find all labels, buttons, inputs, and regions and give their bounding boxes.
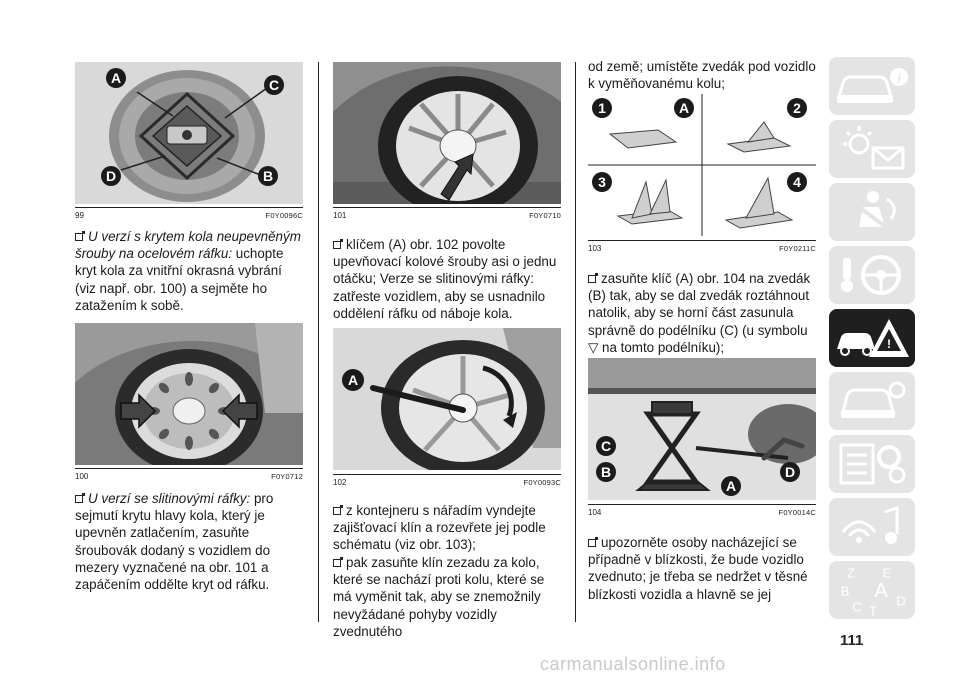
bullet-icon — [333, 557, 343, 567]
sidebar-tab-starting-driving[interactable] — [829, 246, 915, 304]
callout-b — [258, 166, 278, 186]
sidebar-tab-warning-lights[interactable] — [829, 120, 915, 178]
page-number: 111 — [840, 632, 864, 649]
sidebar-tab-car-info[interactable]: i — [829, 57, 915, 115]
sidebar-tab-technical-data[interactable] — [829, 435, 915, 493]
bullet-icon — [588, 273, 598, 283]
sidebar-tab-safety[interactable] — [829, 183, 915, 241]
figure-number: 102 — [333, 478, 347, 487]
figure-101-illustration — [333, 62, 561, 204]
figure-102-illustration: A — [333, 328, 561, 470]
svg-text:1: 1 — [598, 100, 606, 116]
bullet-icon — [75, 493, 85, 503]
svg-text:B: B — [841, 584, 850, 599]
sidebar-tab-multimedia[interactable] — [829, 498, 915, 556]
figure-103-wedge-steps: 1 A 2 3 4 — [588, 94, 816, 236]
svg-text:C: C — [852, 600, 861, 615]
svg-text:A: A — [111, 70, 121, 86]
col2-paragraph-3: pak zasuňte klín zezadu za kolo, které s… — [333, 555, 545, 639]
svg-text:D: D — [106, 168, 116, 184]
alphabetical-index-icon: Z E B A C T D — [841, 566, 906, 619]
svg-text:C: C — [601, 438, 611, 454]
sidebar-tab-maintenance[interactable] — [829, 372, 915, 430]
figure-99-spare-wheel: A C D B — [75, 62, 303, 204]
svg-text:B: B — [263, 168, 273, 184]
svg-text:A: A — [348, 372, 358, 388]
col3-paragraph-1: zasuňte klíč (A) obr. 104 na zvedák (B) … — [588, 271, 811, 355]
figure-code: F0Y0096C — [265, 211, 303, 220]
multimedia-icon — [841, 505, 899, 544]
car-maintenance-icon — [841, 381, 906, 418]
figure-101-alloy-wheel — [333, 62, 561, 204]
sidebar-tab-index[interactable]: Z E B A C T D — [829, 561, 915, 619]
warning-lights-icon — [843, 126, 905, 170]
col2-paragraph-2: z kontejneru s nářadím vyndejte zajišťov… — [333, 503, 546, 553]
figure-number: 104 — [588, 508, 602, 517]
col3-paragraph-2: upozorněte osoby nacházející se případně… — [588, 535, 808, 602]
callout-a — [342, 369, 364, 391]
figure-102-wrench: A — [333, 328, 561, 470]
figure-103-illustration: 1 A 2 3 4 — [588, 94, 816, 236]
column-divider — [575, 62, 576, 622]
col1-paragraph-2: U verzí se slitinovými ráfky: pro sejmut… — [75, 491, 274, 593]
watermark: carmanualsonline.info — [540, 654, 726, 674]
figure-code: F0Y0710 — [529, 211, 561, 220]
bullet-icon — [333, 505, 343, 515]
svg-text:D: D — [785, 464, 795, 480]
col1-paragraph-1: U verzí s krytem kola neupevněným šrouby… — [75, 229, 301, 313]
svg-text:!: ! — [887, 337, 891, 351]
svg-text:3: 3 — [598, 174, 606, 190]
column-divider — [318, 62, 319, 622]
svg-text:A: A — [679, 100, 689, 116]
figure-number: 101 — [333, 211, 347, 220]
figure-104-illustration: C B A D — [588, 358, 816, 500]
callout-c — [264, 75, 284, 95]
bullet-icon — [588, 537, 598, 547]
bullet-icon — [333, 239, 343, 249]
col2-paragraph-1: klíčem (A) obr. 102 povolte upevňovací k… — [333, 237, 557, 321]
figure-code: F0Y0093C — [523, 478, 561, 487]
svg-text:E: E — [883, 566, 892, 581]
car-info-icon: i — [837, 68, 908, 103]
technical-data-icon — [839, 443, 906, 485]
figure-code: F0Y0211C — [779, 244, 816, 253]
col3-paragraph-0: od země; umístěte zvedák pod vozidlo k v… — [588, 59, 816, 92]
figure-rule — [333, 474, 561, 475]
svg-text:T: T — [869, 604, 877, 619]
svg-text:A: A — [874, 580, 888, 602]
figure-number: 103 — [588, 244, 602, 253]
airbag-seat-icon — [849, 191, 896, 233]
svg-text:D: D — [896, 594, 905, 609]
steering-wheel-key-icon — [841, 255, 901, 295]
svg-text:C: C — [269, 77, 279, 93]
svg-text:2: 2 — [793, 100, 801, 116]
sidebar-tab-emergency[interactable]: ! — [829, 309, 915, 367]
callout-a — [106, 68, 126, 88]
figure-number: 99 — [75, 211, 84, 220]
figure-104-jack: C B A D — [588, 358, 816, 500]
figure-rule — [75, 468, 303, 469]
svg-text:A: A — [726, 478, 736, 494]
svg-text:B: B — [601, 464, 611, 480]
figure-99-illustration: A C D B — [75, 62, 303, 204]
svg-text:4: 4 — [793, 174, 801, 190]
figure-rule — [75, 207, 303, 208]
figure-100-wheel-cover — [75, 323, 303, 465]
figure-100-illustration — [75, 323, 303, 465]
figure-rule — [333, 207, 561, 208]
figure-rule — [588, 240, 816, 241]
figure-rule — [588, 504, 816, 505]
callout-d — [101, 166, 121, 186]
figure-number: 100 — [75, 472, 89, 481]
bullet-icon — [75, 231, 85, 241]
breakdown-warning-triangle-icon: ! — [837, 319, 909, 357]
figure-code: F0Y0712 — [271, 472, 303, 481]
svg-text:Z: Z — [847, 566, 855, 581]
figure-code: F0Y0014C — [778, 508, 816, 517]
svg-text:i: i — [897, 71, 901, 86]
